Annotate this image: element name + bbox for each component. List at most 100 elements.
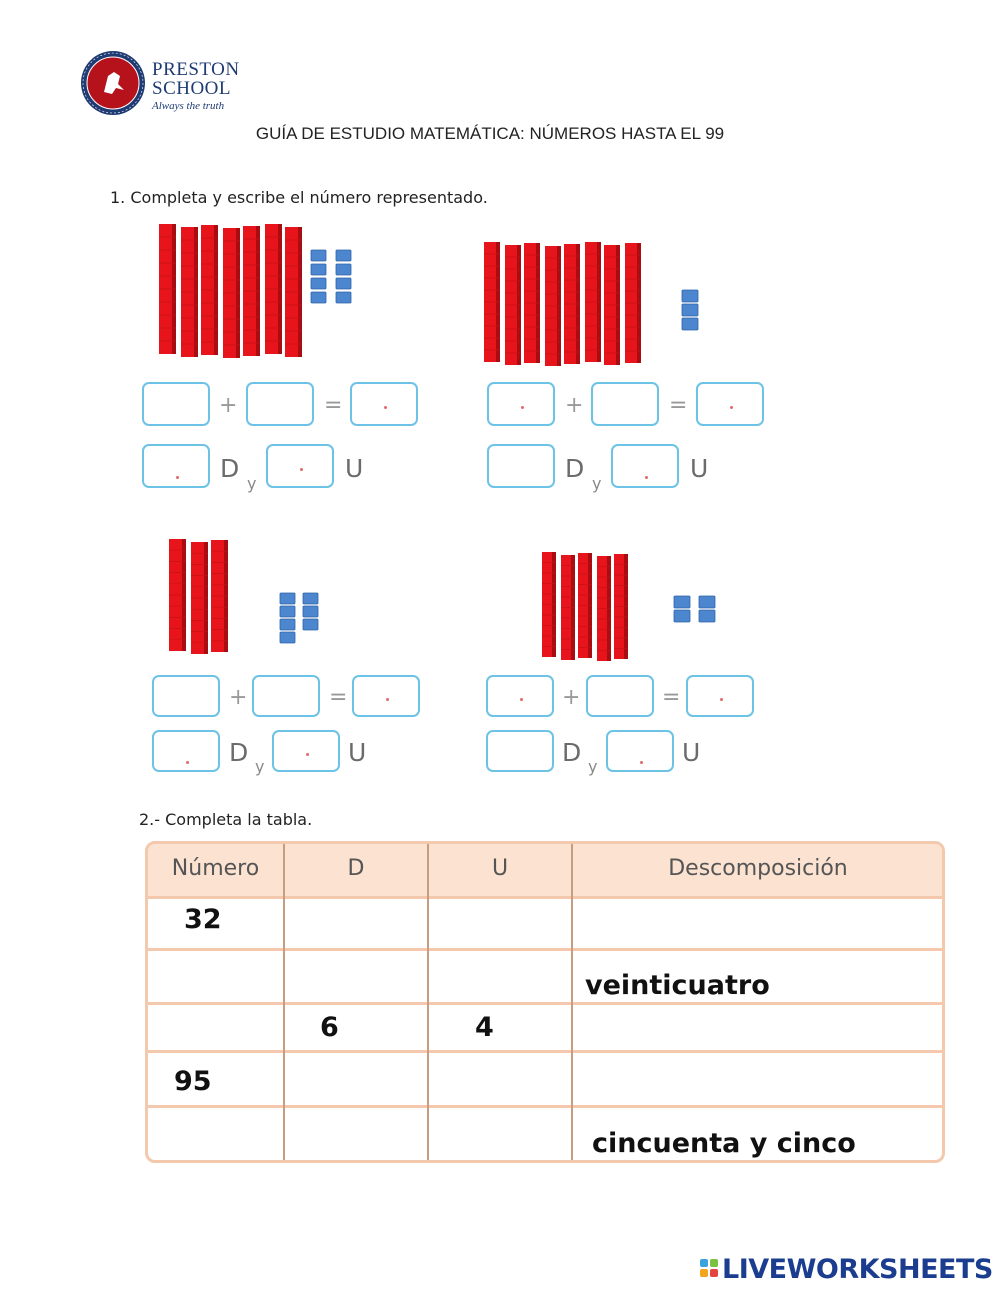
unit-cube xyxy=(698,595,716,609)
tens-letter: D xyxy=(229,738,249,767)
logo-square-icon xyxy=(700,1269,708,1277)
liveworksheets-logo: LIVEWORKSHEETS xyxy=(698,1254,998,1286)
table-row-1-descomposicion-input[interactable] xyxy=(573,899,942,948)
logo-square-icon xyxy=(710,1269,718,1277)
unit-cube xyxy=(335,277,352,290)
units-letter: U xyxy=(690,454,709,483)
ex3-units-value-input[interactable] xyxy=(252,675,320,717)
and-letter: y xyxy=(247,474,257,493)
units-letter: U xyxy=(682,738,701,767)
table-row-2-u-input[interactable] xyxy=(429,951,571,1002)
unit-cube xyxy=(302,605,319,618)
unit-cube xyxy=(673,595,691,609)
unit-cube xyxy=(310,263,327,276)
ex1-tens-value-input[interactable] xyxy=(142,382,210,426)
unit-cube xyxy=(681,317,699,331)
unit-cube xyxy=(302,592,319,605)
column-header-descomposicion: Descomposición xyxy=(668,856,848,881)
unit-cube xyxy=(279,605,296,618)
table-row-5-descomposicion: cincuenta y cinco xyxy=(592,1128,856,1159)
school-name-line1: PRESTON xyxy=(152,59,240,80)
table-row-4-descomposicion-input[interactable] xyxy=(573,1053,942,1105)
tens-letter: D xyxy=(220,454,240,483)
table-row-2-d-input[interactable] xyxy=(285,951,427,1002)
unit-cube xyxy=(335,249,352,262)
units-letter: U xyxy=(348,738,367,767)
column-header-u: U xyxy=(491,856,509,881)
unit-cube xyxy=(673,609,691,623)
table-row-3-descomposicion-input[interactable] xyxy=(573,1005,942,1050)
ex3-tens-value-input[interactable] xyxy=(152,675,220,717)
base-ten-blocks-2 xyxy=(484,242,699,366)
ex2-total-input[interactable] xyxy=(696,382,764,426)
unit-cube xyxy=(335,291,352,304)
and-letter: y xyxy=(255,757,265,776)
ex4-units-count-input[interactable] xyxy=(606,730,674,772)
base-ten-blocks-1 xyxy=(159,224,352,358)
plus-sign: + xyxy=(219,393,238,418)
unit-cube xyxy=(681,289,699,303)
table-row-4-numero: 95 xyxy=(174,1066,212,1097)
table-row-2-descomposicion: veinticuatro xyxy=(585,970,770,1001)
tens-letter: D xyxy=(562,738,582,767)
school-motto: Always the truth xyxy=(152,100,225,112)
equals-sign: = xyxy=(669,393,688,418)
school-logo: PRESTON SCHOOL Always the truth xyxy=(80,50,260,120)
table-row-5-u-input[interactable] xyxy=(429,1108,571,1160)
decomposition-table: Número D U Descomposición 32 veinticuatr… xyxy=(145,841,945,1163)
table-row-4-u-input[interactable] xyxy=(429,1053,571,1105)
table-row-3-d: 6 xyxy=(320,1012,339,1043)
plus-sign: + xyxy=(565,393,584,418)
ex3-tens-count-input[interactable] xyxy=(152,730,220,772)
table-row-5-d-input[interactable] xyxy=(285,1108,427,1160)
page-title: GUÍA DE ESTUDIO MATEMÁTICA: NÚMEROS HAST… xyxy=(255,124,725,143)
column-header-numero: Número xyxy=(171,856,260,881)
question-1-label: 1. Completa y escribe el número represen… xyxy=(110,188,488,207)
ex3-units-count-input[interactable] xyxy=(272,730,340,772)
ex1-total-input[interactable] xyxy=(350,382,418,426)
table-row-3-u: 4 xyxy=(475,1012,494,1043)
equals-sign: = xyxy=(329,685,348,710)
table-header xyxy=(148,844,942,896)
ex4-units-value-input[interactable] xyxy=(586,675,654,717)
plus-sign: + xyxy=(562,685,581,710)
unit-cube xyxy=(310,249,327,262)
table-row-2-numero-input[interactable] xyxy=(148,951,283,1002)
table-row-3-numero-input[interactable] xyxy=(148,1005,283,1050)
ex2-tens-count-input[interactable] xyxy=(487,444,555,488)
ex4-tens-count-input[interactable] xyxy=(486,730,554,772)
unit-cube xyxy=(279,618,296,631)
logo-square-icon xyxy=(710,1259,718,1267)
and-letter: y xyxy=(588,757,598,776)
and-letter: y xyxy=(592,474,602,493)
table-row-1-d-input[interactable] xyxy=(285,899,427,948)
tens-letter: D xyxy=(565,454,585,483)
ex2-tens-value-input[interactable] xyxy=(487,382,555,426)
logo-square-icon xyxy=(700,1259,708,1267)
table-row-1-u-input[interactable] xyxy=(429,899,571,948)
ex3-total-input[interactable] xyxy=(352,675,420,717)
ex4-total-input[interactable] xyxy=(686,675,754,717)
base-ten-blocks-4 xyxy=(542,552,716,661)
ex2-units-value-input[interactable] xyxy=(591,382,659,426)
school-name-line2: SCHOOL xyxy=(152,78,232,99)
table-row-1-numero: 32 xyxy=(184,904,222,935)
ex1-tens-count-input[interactable] xyxy=(142,444,210,488)
base-ten-blocks-3 xyxy=(169,539,319,654)
school-crest-icon xyxy=(81,51,145,115)
liveworksheets-brand-text: LIVEWORKSHEETS xyxy=(722,1254,993,1285)
table-row-4-d-input[interactable] xyxy=(285,1053,427,1105)
ex2-units-count-input[interactable] xyxy=(611,444,679,488)
unit-cube xyxy=(302,618,319,631)
ex1-units-value-input[interactable] xyxy=(246,382,314,426)
plus-sign: + xyxy=(229,685,248,710)
units-letter: U xyxy=(345,454,364,483)
table-row-5-numero-input[interactable] xyxy=(148,1108,283,1160)
unit-cube xyxy=(279,592,296,605)
ex4-tens-value-input[interactable] xyxy=(486,675,554,717)
unit-cube xyxy=(310,291,327,304)
unit-cube xyxy=(681,303,699,317)
question-2-label: 2.- Completa la tabla. xyxy=(139,810,313,829)
ex1-units-count-input[interactable] xyxy=(266,444,334,488)
unit-cube xyxy=(698,609,716,623)
